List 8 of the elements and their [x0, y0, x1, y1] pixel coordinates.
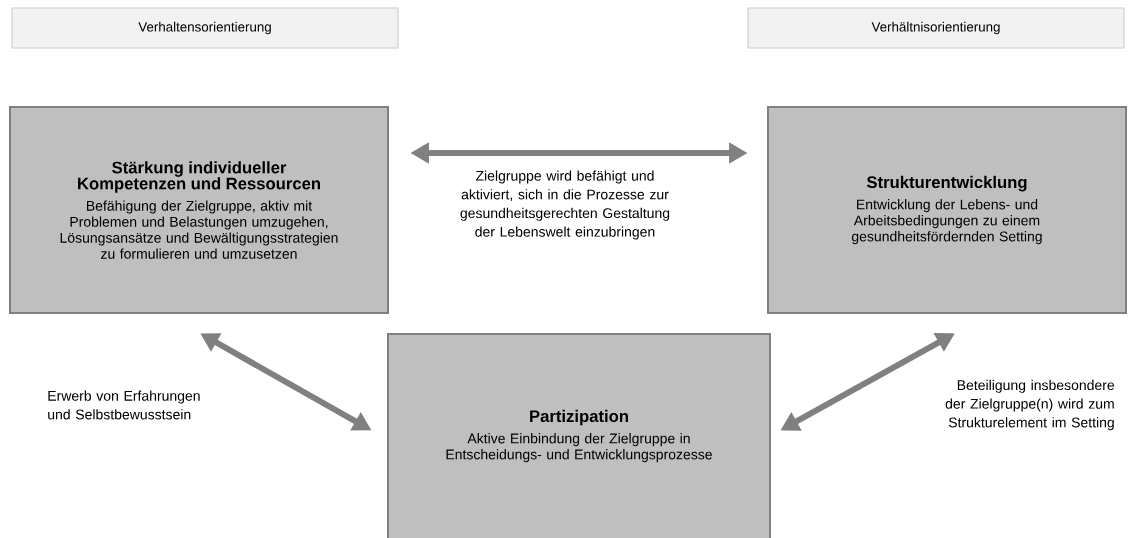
process-box: Stärkung individueller Kompetenzen und Ressourcen Befähigung der Zielgruppe, aktiv mit Problemen und Belastungen umzugehen, Lösungsansätze und Bewältigungsstrategien zu formulieren und umzusetzen: [9, 106, 389, 314]
edge-label: Erwerb von Erfahrungen und Selbstbewusstsein: [48, 390, 200, 420]
process-box: Strukturentwicklung Entwicklung der Lebens- und Arbeitsbedingungen zu einem gesundheitsfördernden Setting: [767, 106, 1127, 314]
edge-label: Zielgruppe wird befähigt und aktiviert, sich in die Prozesse zur gesundheitsgerechten Gestaltung der Lebenswelt einzubringen: [460, 170, 670, 240]
edge-label: Beteiligung insbesondere der Zielgruppe(n) wird zum Strukturelement im Setting: [945, 379, 1115, 431]
process-box: Partizipation Aktive Einbindung der Zielgruppe in Entscheidungs- und Entwicklungsprozesse: [387, 333, 771, 538]
heading-band: Verhaltensorientierung: [11, 7, 399, 49]
heading-band: Verhältnisorientierung: [747, 7, 1125, 49]
